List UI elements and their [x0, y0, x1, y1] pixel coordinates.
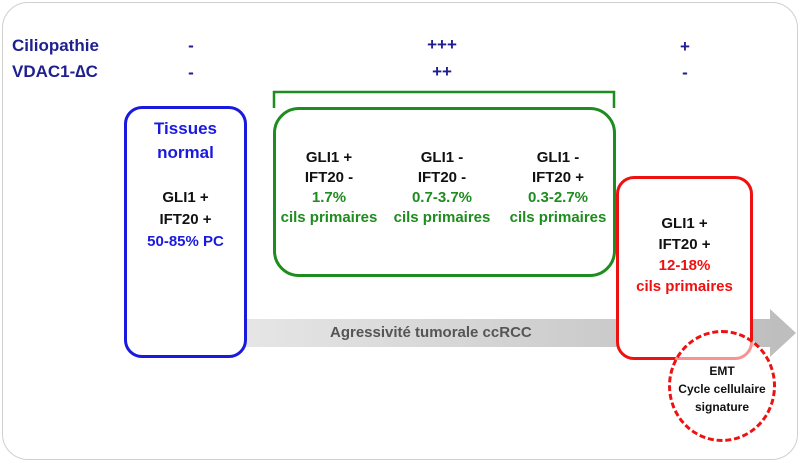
red-cils: cils primaires: [636, 278, 733, 295]
row-label-ciliopathie: Ciliopathie: [12, 36, 99, 55]
green-col1-ift20: IFT20 -: [304, 169, 354, 186]
green-col3-gli1: GLI1 -: [536, 149, 580, 166]
emt-circle: [668, 330, 776, 442]
vdac1-red-value: -: [682, 63, 688, 82]
ciliopathie-normal-value: -: [188, 36, 194, 55]
green-col3-pct: 0.3-2.7%: [527, 189, 589, 206]
normal-pc: 50-85% PC: [147, 233, 224, 250]
normal-title-line1: Tissues: [153, 119, 217, 138]
green-col2-pct: 0.7-3.7%: [411, 189, 473, 206]
circle-line1: EMT: [709, 364, 735, 378]
normal-title-line2: normal: [157, 143, 214, 162]
green-column-3: GLI1 - IFT20 + 0.3-2.7% cils primaires: [503, 148, 613, 228]
green-col1-pct: 1.7%: [311, 189, 347, 206]
normal-gli1: GLI1 +: [162, 189, 209, 206]
green-col3-ift20: IFT20 +: [531, 169, 585, 186]
red-ift20: IFT20 +: [658, 236, 711, 253]
diagram-frame: [2, 2, 798, 460]
vdac1-green-value: ++: [432, 62, 452, 81]
arrow-label: Agressivité tumorale ccRCC: [330, 324, 532, 341]
green-col2-ift20: IFT20 -: [417, 169, 467, 186]
green-col2-cils: cils primaires: [393, 209, 491, 226]
ciliopathie-green-value: +++: [427, 35, 457, 54]
red-pct: 12-18%: [658, 257, 711, 274]
red-gli1: GLI1 +: [661, 215, 708, 232]
circle-line3: signature: [694, 400, 749, 414]
circle-line2: Cycle cellulaire: [678, 382, 766, 396]
green-col3-cils: cils primaires: [509, 209, 607, 226]
green-col1-cils: cils primaires: [280, 209, 378, 226]
green-group-box: GLI1 + IFT20 - 1.7% cils primaires GLI1 …: [273, 107, 616, 277]
ciliopathie-red-value: +: [680, 37, 690, 56]
red-box: GLI1 + IFT20 + 12-18% cils primaires: [616, 176, 753, 360]
emt-circle-text: EMT Cycle cellulaire signature: [660, 362, 784, 416]
normal-tissue-box: Tissues normal GLI1 + IFT20 + 50-85% PC: [124, 106, 247, 358]
row-label-vdac1: VDAC1-∆C: [12, 62, 98, 81]
green-col2-gli1: GLI1 -: [420, 149, 464, 166]
normal-ift20: IFT20 +: [159, 211, 212, 228]
green-group-bracket: [272, 90, 616, 108]
green-column-1: GLI1 + IFT20 - 1.7% cils primaires: [274, 148, 384, 228]
green-col1-gli1: GLI1 +: [305, 149, 353, 166]
vdac1-normal-value: -: [188, 63, 194, 82]
green-column-2: GLI1 - IFT20 - 0.7-3.7% cils primaires: [387, 148, 497, 228]
